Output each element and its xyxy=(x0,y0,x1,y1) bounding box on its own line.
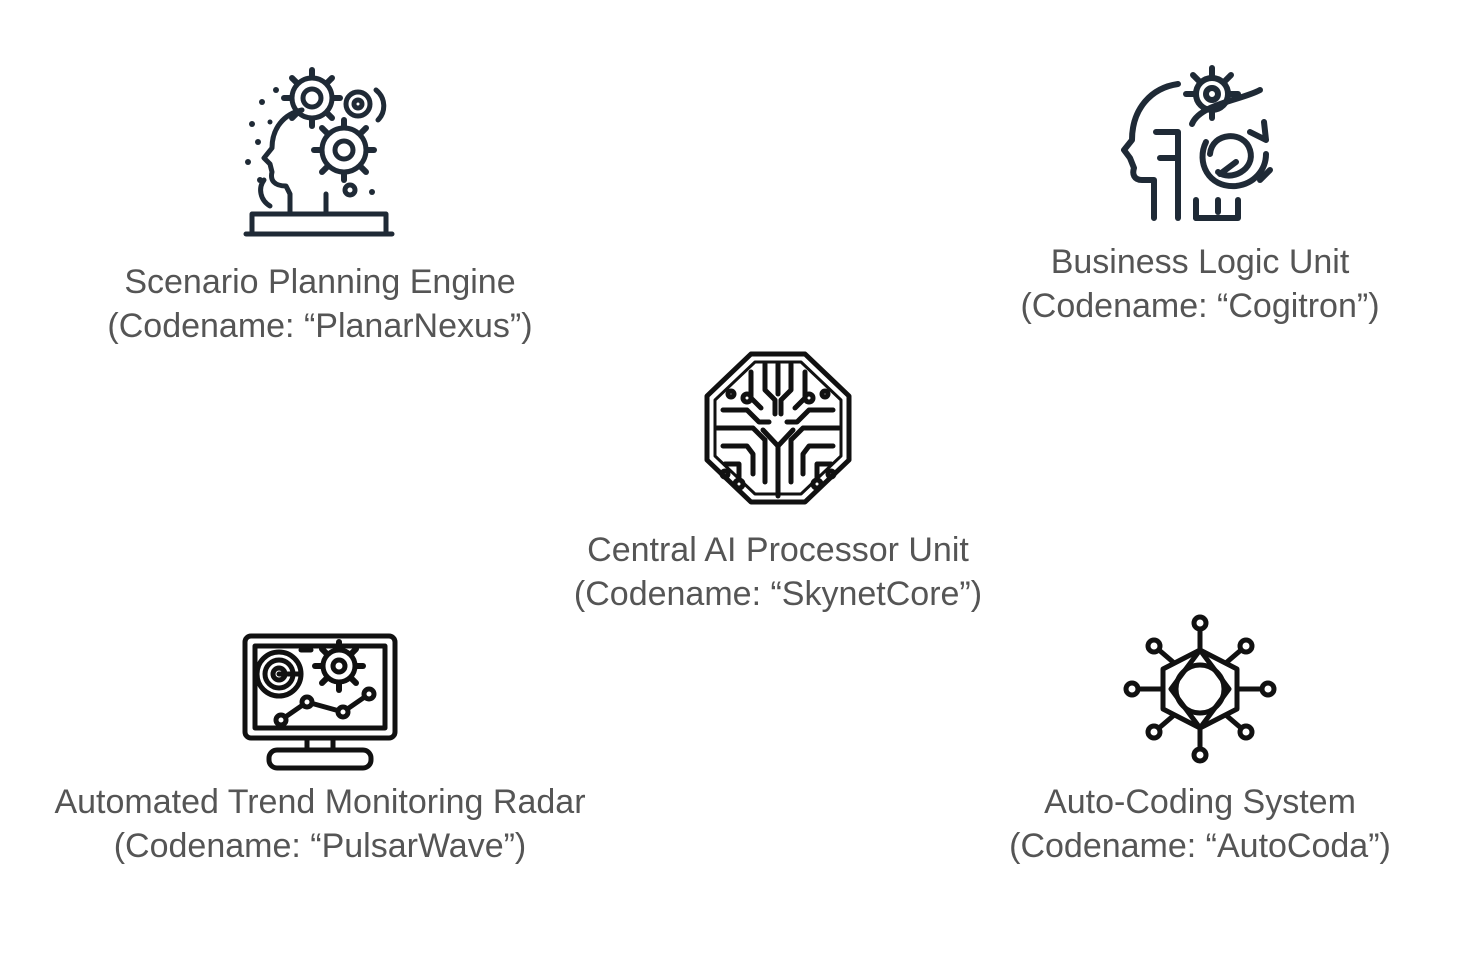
node-title: Central AI Processor Unit xyxy=(587,531,969,569)
node-codename: (Codename: “Cogitron”) xyxy=(1020,287,1380,325)
node-auto-coding-system: Auto-Coding System (Codename: “AutoCoda”… xyxy=(940,614,1460,868)
node-codename: (Codename: “AutoCoda”) xyxy=(1009,827,1391,865)
node-label: Scenario Planning Engine (Codename: “Pla… xyxy=(107,260,532,348)
node-business-logic-unit: Business Logic Unit (Codename: “Cogitron… xyxy=(940,62,1460,328)
node-label: Central AI Processor Unit (Codename: “Sk… xyxy=(574,528,982,616)
node-title: Auto-Coding System xyxy=(1044,783,1356,821)
node-label: Business Logic Unit (Codename: “Cogitron… xyxy=(1020,240,1379,328)
circuit-brain-icon xyxy=(703,350,853,506)
node-automated-trend-monitoring-radar: Automated Trend Monitoring Radar (Codena… xyxy=(20,632,620,868)
node-codename: (Codename: “SkynetCore”) xyxy=(573,575,983,613)
node-label: Auto-Coding System (Codename: “AutoCoda”… xyxy=(1009,780,1391,868)
node-codename: (Codename: “PulsarWave”) xyxy=(113,827,527,865)
node-title: Automated Trend Monitoring Radar xyxy=(54,783,586,821)
node-codename: (Codename: “PlanarNexus”) xyxy=(107,307,533,345)
head-gear-cycle-icon xyxy=(1120,62,1280,224)
monitor-radar-icon xyxy=(241,632,399,772)
node-title: Business Logic Unit xyxy=(1050,243,1350,281)
hexagon-network-icon xyxy=(1121,614,1279,764)
head-gears-icon xyxy=(240,62,400,242)
node-label: Automated Trend Monitoring Radar (Codena… xyxy=(54,780,585,868)
node-title: Scenario Planning Engine xyxy=(124,263,516,301)
node-central-ai-processor-unit: Central AI Processor Unit (Codename: “Sk… xyxy=(518,350,1038,616)
node-scenario-planning-engine: Scenario Planning Engine (Codename: “Pla… xyxy=(60,62,580,348)
